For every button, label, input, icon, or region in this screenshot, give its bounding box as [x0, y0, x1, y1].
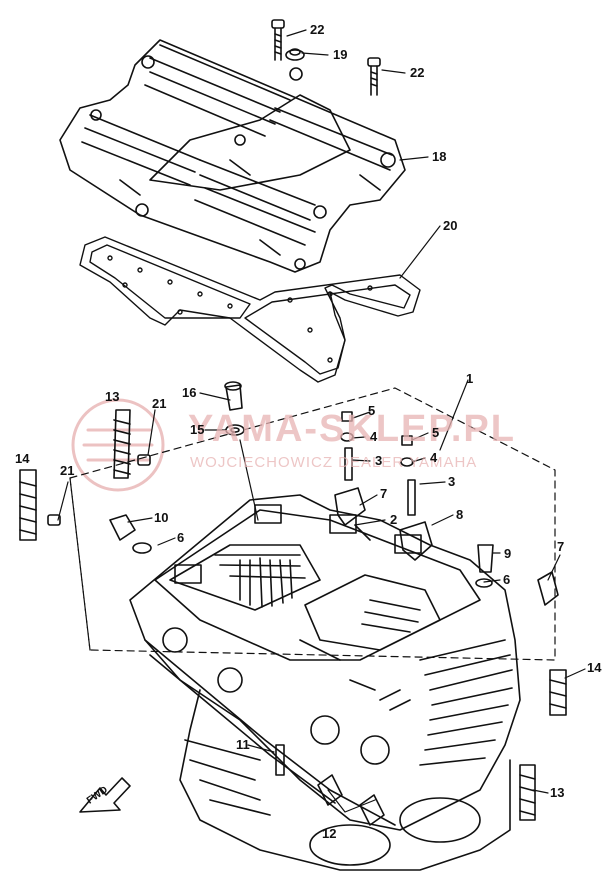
small-parts [109, 381, 559, 606]
callout-12: 12 [322, 826, 337, 841]
callout-6-left: 6 [177, 530, 185, 545]
callout-13-left: 13 [105, 389, 120, 404]
watermark-subtitle: WOJCIECHOWICZ DEALER YAMAHA [190, 454, 478, 471]
callout-15: 15 [190, 422, 205, 437]
callout-18: 18 [432, 149, 447, 164]
callout-2: 2 [390, 512, 398, 527]
callout-7-upper: 7 [380, 486, 388, 501]
callout-13-right: 13 [550, 785, 565, 800]
callout-14-right: 14 [587, 660, 602, 675]
callout-22-top: 22 [310, 22, 325, 37]
head-cover [59, 39, 406, 273]
callout-7-lower: 7 [557, 539, 565, 554]
watermark-title: YAMA-SKLEP.PL [188, 408, 516, 450]
callout-21-upper: 21 [152, 396, 167, 411]
callout-3-left: 3 [375, 453, 383, 468]
callout-10: 10 [154, 510, 169, 525]
callout-19: 19 [333, 47, 348, 62]
callout-14-left: 14 [15, 451, 30, 466]
fwd-arrow-icon [79, 777, 131, 813]
callout-11: 11 [236, 737, 250, 752]
callout-16: 16 [182, 385, 197, 400]
callout-4-left: 4 [370, 429, 378, 444]
head-cover-gasket [79, 236, 421, 383]
callout-9: 9 [504, 546, 512, 561]
callout-3-right: 3 [448, 474, 456, 489]
callout-6-right: 6 [503, 572, 511, 587]
callout-22-right: 22 [410, 65, 425, 80]
callout-4-right: 4 [430, 450, 438, 465]
callout-5-left: 5 [368, 403, 376, 418]
callout-20: 20 [443, 218, 458, 233]
callout-21-lower: 21 [60, 463, 75, 478]
callout-1: 1 [466, 371, 474, 386]
cover-bolts [271, 19, 381, 96]
cylinder-head [129, 494, 521, 871]
callout-8: 8 [456, 507, 464, 522]
callout-5-right: 5 [432, 425, 440, 440]
studs-and-dowels [19, 409, 567, 826]
leader-lines [57, 29, 586, 813]
